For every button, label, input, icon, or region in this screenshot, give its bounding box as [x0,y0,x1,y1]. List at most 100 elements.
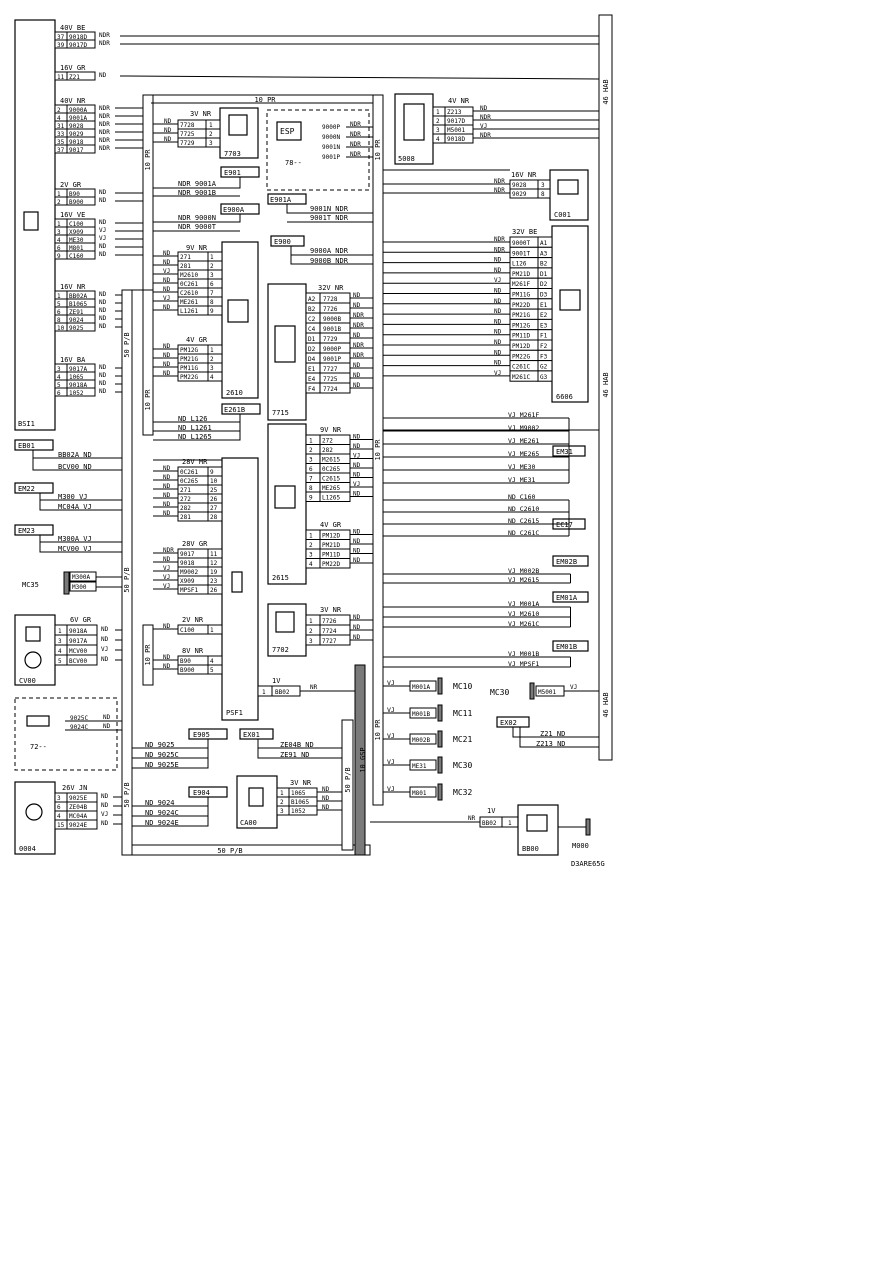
pin-label: 9001N [322,144,340,151]
bus-label: 46 HAB [602,692,610,717]
wire-code: VJ [494,277,501,284]
wire-code: ND [163,474,171,481]
pin: 31 [57,123,65,130]
wire-id: 9018D [447,136,465,143]
cell [207,511,223,522]
wire-id: 271 [180,487,191,494]
wire-id: 9000T [512,240,530,247]
wire-code: ZE04B ND [280,741,314,749]
wire-id: ME31 [412,763,427,770]
wire-id: PM22G [180,374,198,381]
wire-id: 9024 [69,317,84,324]
bus-bottom-50pb [121,844,371,856]
ground-bar [437,730,443,748]
module-name: CV00 [19,677,36,685]
connector-header: 32V NR [318,284,344,292]
wire-id: 0C265 [180,478,198,485]
wire-id: BCV00 [69,658,87,665]
wire-id: X909 [180,578,195,585]
wire-id: 9025C [70,715,88,722]
wire-code: ND C2615 [508,517,539,525]
pin: A2 [308,296,316,303]
pin: 3 [209,140,213,147]
cell [207,624,223,635]
wire-code: ND 9025 [145,741,175,749]
wire-id: 0C265 [322,466,340,473]
ecu-icon [274,325,296,363]
wire-code: NDR 9001A [178,180,217,188]
wire-cell [66,196,96,206]
cell [537,188,551,199]
wire-code: ND [322,786,330,793]
wire-code: ND [322,795,330,802]
cell [207,305,223,316]
wire-id: 9025 [69,325,84,332]
pin: 11 [57,74,65,81]
pin: 4 [436,136,440,143]
bus-label: 46 HAB [602,372,610,397]
bus-mid-50pb [341,719,354,851]
pin: 6 [57,309,61,316]
wire-code: ND [163,556,171,563]
harness-bar-46hab [598,14,613,761]
pin: 4 [210,658,214,665]
wire-id: M001A [412,684,430,691]
pin: 1 [58,628,62,635]
wire-code: ND [163,663,171,670]
wire-code: NDR [353,322,364,329]
wire-id: 272 [322,438,333,445]
wire-code: ND [101,656,109,663]
pin: 4 [309,561,313,568]
pin: 2 [210,263,214,270]
pin: 23 [210,578,218,585]
wire-id: PM11D [322,552,340,559]
wire [290,255,373,265]
wire-id: 9017D [69,42,87,49]
module-name: PSF1 [226,709,243,717]
module-name: 7703 [224,150,241,158]
pin: D3 [540,292,548,299]
wire-code: NR [468,815,476,822]
wire-cell [66,819,98,830]
ground-name: MC11 [453,709,472,718]
wire-cell [66,39,96,49]
wire-code: VJ [101,811,108,818]
pin: 3 [280,808,284,815]
pin: 1 [280,790,284,797]
wire-code: VJ [480,123,487,130]
wire-id: Z21 [69,74,80,81]
wire-code: NDR [99,32,110,39]
connector-header: 1V [487,807,496,815]
connector-header: 16V BA [60,356,86,364]
wire-code: VJ [99,227,106,234]
ground-bar [529,682,535,700]
wire-code: NR [310,684,318,691]
wire-code: VJ [163,574,170,581]
lamp-icon [275,611,295,633]
module-name: 2610 [226,389,243,397]
wire-code: ND [99,197,107,204]
pin: E1 [308,366,316,373]
wire-id: C2615 [322,476,340,483]
wire-id: 1052 [291,808,306,815]
wire-code: ND [163,510,171,517]
wire [153,414,241,441]
wire-code: ND [99,323,107,330]
wire [119,75,600,80]
wire-code: ND [101,636,109,643]
wire-id: 1065 [69,374,84,381]
wire-id: M9002 [180,569,198,576]
splice-em01b [552,640,589,652]
wire-code: VJ M261F [508,411,539,419]
wire-id: 281 [180,263,191,270]
wire-id: B900 [69,199,84,206]
module-name: 5008 [398,155,415,163]
wire-id: 1065 [291,790,306,797]
wire [132,797,209,827]
battery-icon [526,814,548,832]
splice-name: E261B [224,406,245,414]
pin: 3 [210,272,214,279]
wire [286,204,373,214]
ground-name: MC35 [22,581,39,589]
